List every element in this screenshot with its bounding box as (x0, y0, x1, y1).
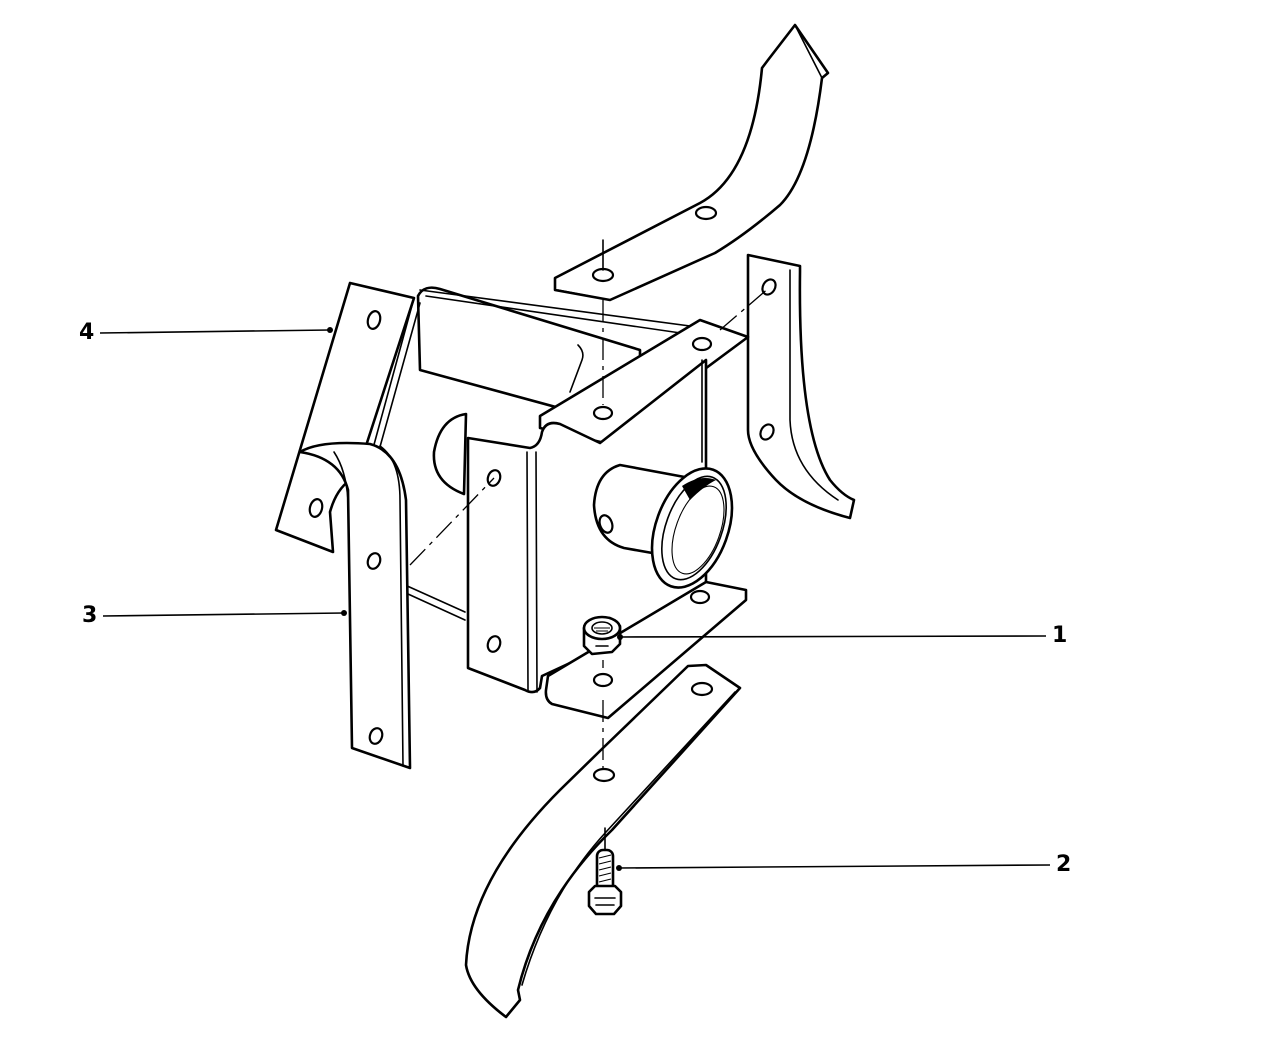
right-blade-hole-1 (761, 278, 777, 296)
housing-bottom-hole-2 (592, 672, 614, 688)
callout-4-label: 4 (79, 320, 95, 345)
bearing-ring-inner (661, 475, 727, 581)
front-housing (466, 318, 750, 720)
lower-blade-hole-1 (690, 681, 714, 697)
assembly-centerlines (409, 239, 771, 851)
rear-boss (432, 412, 468, 496)
right-tine-blade (746, 253, 856, 520)
left-blade-hole-1 (366, 552, 382, 570)
lower-tine-blade (464, 663, 742, 1019)
lower-blade-hole-2 (592, 767, 616, 783)
bracket-hole-upper (366, 310, 382, 330)
leader-3 (102, 612, 345, 617)
left-blade-hole-2 (368, 727, 384, 745)
leader-1 (619, 635, 1047, 638)
boss-grease-hole (598, 514, 614, 534)
nut (582, 615, 622, 656)
right-blade-hole-2 (759, 423, 775, 441)
callout-1-label: 1 (1052, 623, 1068, 648)
upper-tine-blade (553, 23, 830, 302)
bearing-boss (592, 463, 734, 589)
housing-bottom-hole-1 (689, 589, 711, 605)
callout-2-label: 2 (1056, 852, 1072, 877)
housing-top-hole-1 (592, 405, 614, 421)
leader-2 (618, 864, 1051, 869)
leader-4 (99, 329, 331, 334)
callout-3-label: 3 (82, 603, 98, 628)
bolt (587, 848, 623, 916)
leader-lines (99, 327, 1051, 871)
bracket-hole-lower (308, 498, 324, 518)
upper-blade-hole-2 (694, 205, 718, 221)
housing-top-hole-2 (691, 336, 713, 352)
housing-front-hole-lower (486, 635, 502, 653)
left-tine-blade (298, 441, 412, 770)
